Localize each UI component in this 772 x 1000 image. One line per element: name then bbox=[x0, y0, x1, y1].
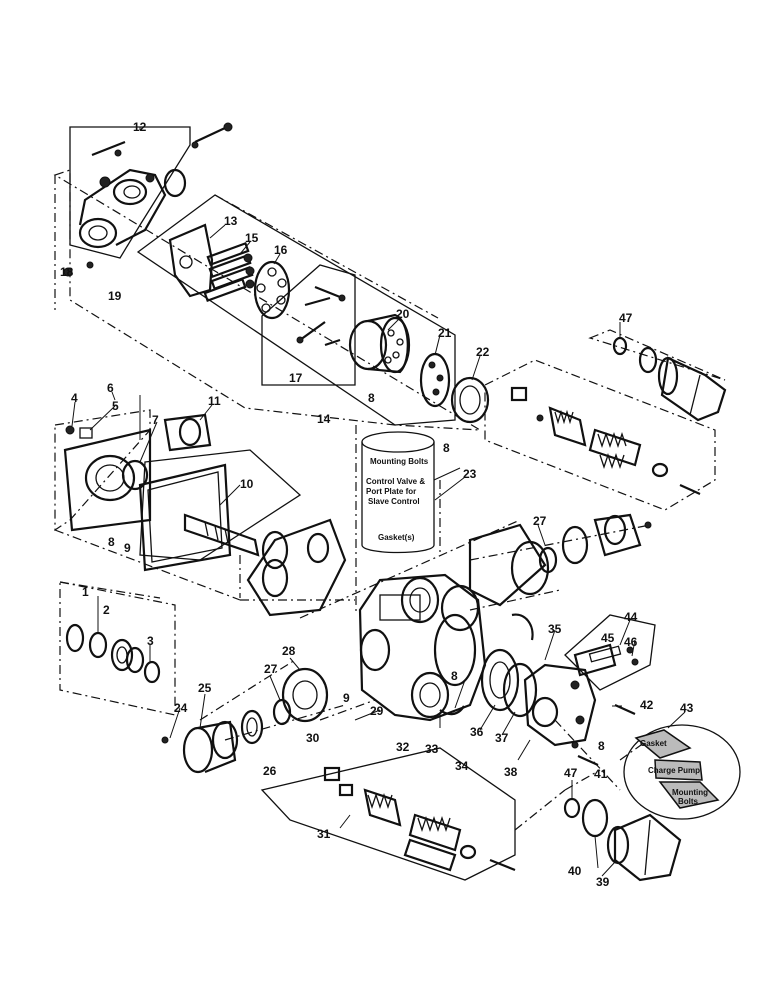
note-23-line-3: Port Plate for bbox=[366, 487, 416, 496]
callout-13: 13 bbox=[224, 214, 238, 228]
callout-9-b: 9 bbox=[343, 691, 350, 705]
callout-45: 45 bbox=[601, 631, 615, 645]
callout-35: 35 bbox=[548, 622, 562, 636]
callout-27-b: 27 bbox=[264, 662, 278, 676]
leader-lines bbox=[71, 127, 686, 877]
piston-bundle bbox=[203, 241, 255, 303]
callout-8-e: 8 bbox=[598, 739, 605, 753]
seal-group bbox=[65, 623, 161, 684]
callout-14: 14 bbox=[317, 412, 331, 426]
bottom-valve-group bbox=[563, 797, 682, 882]
flange-group bbox=[161, 667, 329, 774]
callout-46: 46 bbox=[624, 635, 638, 649]
callout-21: 21 bbox=[438, 326, 452, 340]
callout-25: 25 bbox=[198, 681, 212, 695]
callout-43: 43 bbox=[680, 701, 694, 715]
callout-41: 41 bbox=[594, 767, 608, 781]
callout-31: 31 bbox=[317, 827, 331, 841]
callout-6: 6 bbox=[107, 381, 114, 395]
callout-39: 39 bbox=[596, 875, 610, 889]
callout-12: 12 bbox=[133, 120, 147, 134]
callout-26: 26 bbox=[263, 764, 277, 778]
callout-numbers: 12 13 15 16 18 19 20 21 22 17 8 14 8 47 … bbox=[60, 120, 694, 889]
callout-30: 30 bbox=[306, 731, 320, 745]
assembly-outlines bbox=[53, 126, 726, 881]
callout-9: 9 bbox=[124, 541, 131, 555]
callout-24: 24 bbox=[174, 701, 188, 715]
callout-34: 34 bbox=[455, 759, 469, 773]
callout-5: 5 bbox=[112, 399, 119, 413]
front-cover-group bbox=[63, 413, 347, 617]
callout-37: 37 bbox=[495, 731, 509, 745]
callout-4: 4 bbox=[71, 391, 78, 405]
callout-10: 10 bbox=[240, 477, 254, 491]
callout-19: 19 bbox=[108, 289, 122, 303]
end-cap-assembly bbox=[63, 122, 233, 277]
callout-8-b: 8 bbox=[443, 441, 450, 455]
control-valve-group-upper bbox=[510, 336, 727, 496]
callout-40: 40 bbox=[568, 864, 582, 878]
callout-8-a: 8 bbox=[368, 391, 375, 405]
note-23-line-1: Mounting Bolts bbox=[370, 457, 429, 466]
callout-15: 15 bbox=[245, 231, 259, 245]
note-43: Gasket Charge Pump Mounting Bolts bbox=[623, 724, 741, 820]
note-23-line-5: Gasket(s) bbox=[378, 533, 415, 542]
note-43-line-4: Bolts bbox=[678, 797, 699, 806]
callout-1: 1 bbox=[82, 585, 89, 599]
callout-23: 23 bbox=[463, 467, 477, 481]
rotating-group bbox=[168, 223, 490, 424]
note-23-line-4: Slave Control bbox=[368, 497, 420, 506]
callout-47-a: 47 bbox=[619, 311, 633, 325]
callout-18: 18 bbox=[60, 265, 74, 279]
callout-8-c: 8 bbox=[108, 535, 115, 549]
callout-38: 38 bbox=[504, 765, 518, 779]
note-43-line-1: Gasket bbox=[640, 739, 667, 748]
callout-29: 29 bbox=[370, 704, 384, 718]
callout-3: 3 bbox=[147, 634, 154, 648]
note-23: Mounting Bolts Control Valve & Port Plat… bbox=[361, 431, 461, 554]
callout-28: 28 bbox=[282, 644, 296, 658]
callout-11: 11 bbox=[208, 394, 221, 408]
callout-36: 36 bbox=[470, 725, 484, 739]
main-housing bbox=[358, 513, 652, 722]
callout-47-b: 47 bbox=[564, 766, 578, 780]
callout-33: 33 bbox=[425, 742, 439, 756]
note-43-line-3: Mounting bbox=[672, 788, 708, 797]
callout-44: 44 bbox=[624, 610, 638, 624]
charge-pump-group bbox=[480, 643, 639, 767]
callout-22: 22 bbox=[476, 345, 490, 359]
note-43-line-2: Charge Pump bbox=[648, 766, 700, 775]
callout-27-a: 27 bbox=[533, 514, 547, 528]
callout-20: 20 bbox=[396, 307, 410, 321]
callout-32: 32 bbox=[396, 740, 410, 754]
note-23-line-2: Control Valve & bbox=[366, 477, 425, 486]
callout-2: 2 bbox=[103, 603, 110, 617]
callout-7: 7 bbox=[152, 413, 159, 427]
callout-17: 17 bbox=[289, 371, 303, 385]
callout-42: 42 bbox=[640, 698, 654, 712]
control-valve-group-lower bbox=[323, 766, 516, 872]
callout-16: 16 bbox=[274, 243, 288, 257]
callout-8-d: 8 bbox=[451, 669, 458, 683]
